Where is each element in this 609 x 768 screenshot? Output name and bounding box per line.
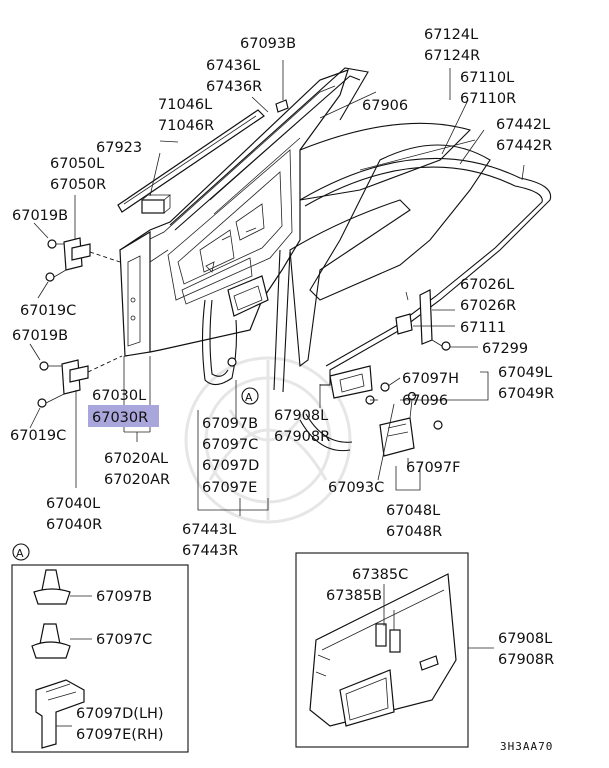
label-67026L: 67026L: [460, 277, 514, 293]
weatherstrip-opening: [299, 158, 552, 386]
label-67110L: 67110L: [460, 70, 514, 86]
label-67923: 67923: [96, 140, 142, 156]
label-67050R: 67050R: [50, 177, 106, 193]
label-67040R: 67040R: [46, 517, 102, 533]
inset2-label-67908R: 67908R: [498, 652, 554, 668]
door-shell: [119, 69, 349, 357]
inset-label-67097C: 67097C: [96, 632, 152, 648]
label-67097B: 67097B: [202, 416, 258, 432]
window-frame: [169, 67, 472, 231]
label-67019B-upper: 67019B: [12, 208, 68, 224]
label-67050L: 67050L: [50, 156, 104, 172]
label-67020AR: 67020AR: [104, 472, 170, 488]
label-67019B-lower: 67019B: [12, 328, 68, 344]
label-67442R: 67442R: [496, 138, 552, 154]
label-67019C-upper: 67019C: [20, 303, 76, 319]
label-67436R: 67436R: [206, 79, 262, 95]
callout-a-marker: A: [227, 357, 259, 405]
glass-run-channel: [273, 199, 411, 393]
label-71046L: 71046L: [158, 97, 212, 113]
inset-a-marker: A: [16, 547, 24, 560]
inset2-label-67385C: 67385C: [352, 567, 408, 583]
label-67097H: 67097H: [402, 371, 459, 387]
label-67030R: 67030R: [92, 410, 148, 426]
label-67443L: 67443L: [182, 522, 236, 538]
door-check-67048: [379, 391, 443, 457]
label-67097F: 67097F: [406, 460, 460, 476]
label-67124L: 67124L: [424, 27, 478, 43]
label-67443R: 67443R: [182, 543, 238, 559]
label-67097C: 67097C: [202, 437, 258, 453]
upper-hinge: [45, 237, 121, 282]
leader-lines: [29, 68, 525, 516]
label-67020AL: 67020AL: [104, 451, 168, 467]
highlight-67030R: [88, 405, 159, 427]
label-67908L: 67908L: [274, 408, 328, 424]
label-67049R: 67049R: [498, 386, 554, 402]
inset2-label-67908L: 67908L: [498, 631, 552, 647]
label-67026R: 67026R: [460, 298, 516, 314]
inset2-label-67385B: 67385B: [326, 588, 382, 604]
inset-door-trim: 67385C 67385B 67908L 67908R: [295, 552, 554, 748]
regulator-67026: [395, 289, 451, 351]
label-67096: 67096: [402, 393, 448, 409]
lower-hinge: [37, 355, 123, 408]
inset-label-67097D: 67097D(LH): [76, 706, 164, 722]
label-67048L: 67048L: [386, 503, 440, 519]
label-67906: 67906: [362, 98, 408, 114]
callout-a-text: A: [245, 391, 253, 404]
label-67097D: 67097D: [202, 458, 259, 474]
part-labels: 67093B 67436L 67436R 71046L 71046R 67923…: [10, 27, 554, 559]
label-67908R: 67908R: [274, 429, 330, 445]
inset-label-67097E: 67097E(RH): [76, 727, 164, 743]
label-67110R: 67110R: [460, 91, 516, 107]
inset-label-67097B: 67097B: [96, 589, 152, 605]
inset-a: A 67097B 67097C 67097D(LH) 67097E(RH): [11, 543, 189, 753]
diagram-code: 3H3AA70: [500, 740, 553, 753]
label-67030L: 67030L: [92, 388, 146, 404]
label-71046R: 71046R: [158, 118, 214, 134]
label-67019C-lower: 67019C: [10, 428, 66, 444]
label-67097E: 67097E: [202, 480, 257, 496]
label-67442L: 67442L: [496, 117, 550, 133]
weatherstrip-door: [201, 299, 238, 386]
door-glass: [309, 139, 491, 301]
label-67049L: 67049L: [498, 365, 552, 381]
clip-67093B: [275, 60, 289, 113]
label-67124R: 67124R: [424, 48, 480, 64]
label-67111: 67111: [460, 320, 506, 336]
label-67093C: 67093C: [328, 480, 384, 496]
label-67436L: 67436L: [206, 58, 260, 74]
door-lock-striker: [329, 365, 390, 405]
label-67040L: 67040L: [46, 496, 100, 512]
lower-seal: [299, 413, 353, 452]
beltline-moulding: [117, 109, 265, 214]
label-67299: 67299: [482, 341, 528, 357]
label-67093B: 67093B: [240, 36, 296, 52]
label-67048R: 67048R: [386, 524, 442, 540]
